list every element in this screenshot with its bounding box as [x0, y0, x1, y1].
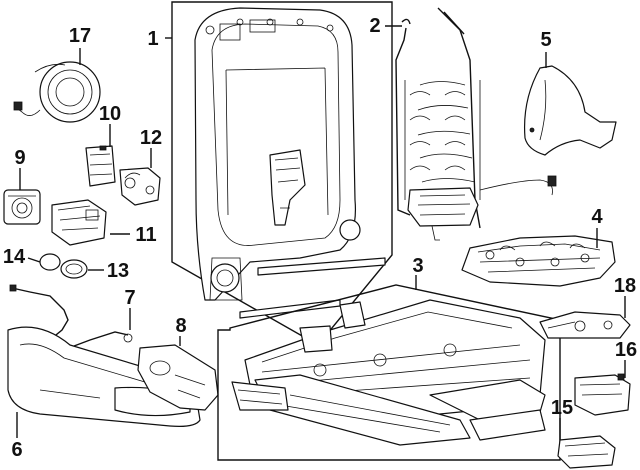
- callout-16: 16: [615, 339, 637, 361]
- cushion-frame-upper: [461, 235, 616, 287]
- callout-14: 14: [3, 246, 26, 268]
- callout-6: 6: [11, 439, 22, 461]
- callout-2: 2: [369, 15, 380, 37]
- seat-track-box: [217, 284, 561, 461]
- seat-track-rail-right: [429, 379, 546, 421]
- callout-5: 5: [540, 29, 551, 51]
- cross-rod-upper: [257, 257, 386, 276]
- seat-track-group: [217, 284, 561, 461]
- callout-7: 7: [124, 287, 135, 309]
- callout-10: 10: [99, 103, 121, 125]
- motor-17: [13, 61, 101, 123]
- lumbar-motor-assembly: [407, 187, 479, 227]
- control-module-11: [51, 199, 107, 246]
- height-adjuster-18: [539, 311, 631, 339]
- callout-15: 15: [551, 397, 573, 419]
- callout-1: 1: [147, 28, 158, 50]
- callout-11: 11: [135, 224, 156, 246]
- recliner-motor: [269, 149, 306, 226]
- callout-labels: 1 2 3 4 5 6 7 8 9 10 11 12 13 14 15 16 1…: [3, 15, 637, 461]
- cap-13: [60, 259, 88, 279]
- callout-9: 9: [14, 147, 25, 169]
- headrest-guide-wire: [395, 18, 411, 216]
- leader-lines: [16, 25, 626, 440]
- seat-back-frame-group: [171, 1, 393, 346]
- switch-module-10: [85, 145, 116, 187]
- switch-knob-9: [3, 189, 41, 225]
- callout-13: 13: [107, 260, 129, 282]
- callout-4: 4: [591, 206, 603, 228]
- wire-harness-7: [9, 284, 133, 353]
- cover-15: [557, 435, 616, 469]
- back-panel-cover: [523, 65, 617, 156]
- callout-3: 3: [412, 255, 423, 277]
- suspension-mat: [404, 7, 557, 241]
- bracket-16: [574, 373, 631, 416]
- callout-17: 17: [69, 25, 91, 47]
- callout-12: 12: [140, 127, 162, 149]
- cap-14: [39, 253, 61, 271]
- switch-bezel-8: [137, 344, 219, 411]
- callout-8: 8: [175, 315, 186, 337]
- bracket-12: [119, 167, 161, 206]
- seat-back-frame-box: [171, 1, 393, 346]
- callout-18: 18: [614, 275, 636, 297]
